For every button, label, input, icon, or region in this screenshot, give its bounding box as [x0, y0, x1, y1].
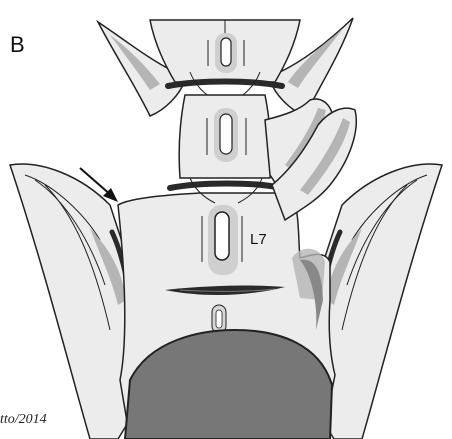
artist-signature: tto/2014 [0, 412, 47, 428]
panel-letter: B [10, 32, 25, 58]
vertebra-label: L7 [250, 231, 267, 248]
